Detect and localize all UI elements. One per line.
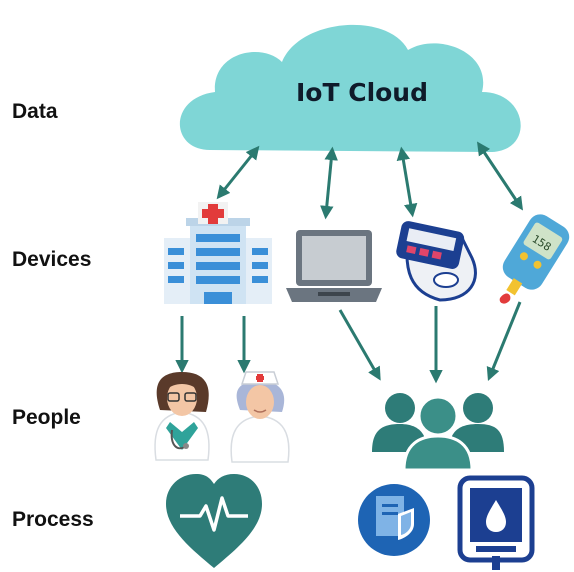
nurse-icon <box>230 371 290 463</box>
shield-document-icon <box>358 484 430 556</box>
device-people-arrows <box>175 301 522 384</box>
heartbeat-icon <box>166 474 262 568</box>
arrow-cloud-laptop <box>320 146 338 220</box>
blood-meter-icon <box>457 475 535 570</box>
row-label-devices: Devices <box>12 248 92 271</box>
hospital-icon <box>164 202 272 304</box>
people-group-icon <box>372 393 504 472</box>
iot-cloud: IoT Cloud <box>179 24 521 153</box>
arrow-cloud-watch <box>396 146 418 218</box>
doctor-icon <box>154 372 210 461</box>
glucometer-icon: 158 <box>499 214 570 304</box>
row-label-data: Data <box>12 100 58 123</box>
arrow-cloud-glucometer <box>477 141 523 211</box>
arrow-glucometer-group <box>486 301 522 382</box>
blood-pressure-watch-icon <box>396 221 477 302</box>
row-label-process: Process <box>12 508 94 531</box>
arrow-laptop-group <box>338 309 381 381</box>
laptop-icon <box>286 230 382 302</box>
cloud-device-arrows <box>216 141 523 220</box>
arrow-cloud-hospital <box>216 145 260 200</box>
row-label-people: People <box>12 406 81 429</box>
cloud-title: IoT Cloud <box>296 78 428 107</box>
